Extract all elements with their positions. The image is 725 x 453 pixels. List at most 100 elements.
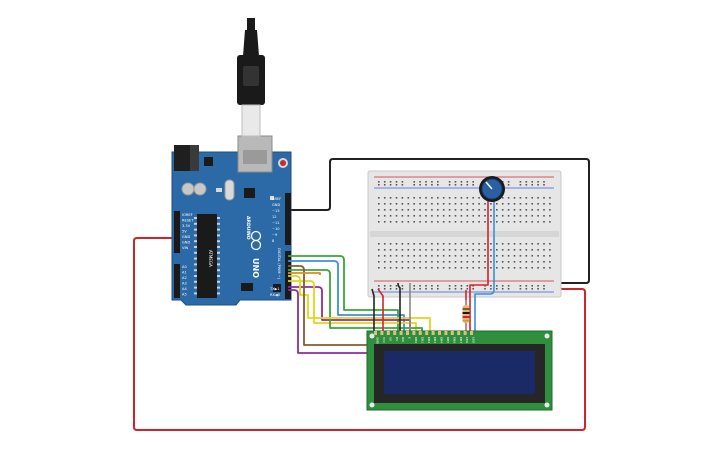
analog-pin-label: A3 bbox=[182, 282, 187, 286]
breadboard-hole bbox=[525, 221, 528, 223]
breadboard-hole bbox=[472, 267, 474, 269]
breadboard-hole bbox=[507, 197, 510, 199]
tx-label: TX▶1 bbox=[269, 287, 280, 291]
breadboard-hole bbox=[537, 285, 539, 287]
wire-purple-d1[interactable] bbox=[288, 289, 387, 354]
breadboard-hole bbox=[519, 288, 522, 290]
breadboard-hole bbox=[507, 181, 510, 183]
breadboard-hole bbox=[383, 261, 386, 263]
chip-pin bbox=[194, 234, 197, 237]
breadboard-hole bbox=[537, 243, 539, 245]
breadboard-hole bbox=[460, 288, 463, 290]
breadboard-hole bbox=[407, 255, 410, 257]
breadboard-hole bbox=[437, 197, 439, 199]
breadboard-hole bbox=[419, 203, 421, 205]
lcd-pin-label: VCC bbox=[382, 337, 386, 343]
usb-cable-icon[interactable] bbox=[237, 18, 265, 137]
breadboard-hole bbox=[407, 243, 410, 245]
wire-yellow-d2[interactable] bbox=[288, 275, 431, 332]
wire-blue-pot[interactable] bbox=[474, 200, 495, 332]
breadboard-hole bbox=[531, 288, 533, 290]
breadboard-hole bbox=[507, 285, 510, 287]
arduino-model: UNO bbox=[251, 258, 260, 278]
breadboard-hole bbox=[531, 181, 533, 183]
breadboard-hole bbox=[543, 209, 545, 211]
wire-green-d3[interactable] bbox=[288, 269, 423, 332]
lcd-pin-label: DB7 bbox=[459, 337, 463, 343]
breadboard-hole bbox=[442, 215, 445, 217]
wire-black-gnd[interactable] bbox=[288, 158, 590, 284]
breadboard-hole bbox=[537, 197, 539, 199]
breadboard-hole bbox=[448, 243, 451, 245]
breadboard-hole bbox=[407, 267, 410, 269]
breadboard-hole bbox=[378, 221, 380, 223]
breadboard-hole bbox=[507, 249, 510, 251]
breadboard-hole bbox=[519, 197, 522, 199]
breadboard-hole bbox=[437, 215, 439, 217]
breadboard-wires[interactable] bbox=[371, 200, 495, 332]
wire-power-loop[interactable] bbox=[133, 158, 590, 431]
wire-black-rw[interactable] bbox=[397, 282, 401, 332]
resistor-icon[interactable] bbox=[462, 300, 470, 336]
breadboard-hole bbox=[395, 261, 398, 263]
breadboard-hole bbox=[490, 203, 492, 205]
breadboard-hole bbox=[460, 197, 463, 199]
breadboard-center-gap bbox=[370, 231, 559, 237]
potentiometer-indicator bbox=[485, 181, 493, 190]
lcd-pin-label: DB5 bbox=[446, 337, 450, 343]
breadboard-hole bbox=[383, 184, 386, 186]
breadboard-hole bbox=[501, 203, 504, 205]
wire-brown-rs[interactable] bbox=[288, 265, 393, 346]
breadboard-hole bbox=[519, 215, 522, 217]
wire-blue-d11[interactable] bbox=[288, 260, 405, 332]
breadboard-hole bbox=[543, 249, 545, 251]
lcd-pin-label: DB2 bbox=[427, 337, 431, 343]
breadboard-hole bbox=[507, 184, 510, 186]
lcd-pin-label: E bbox=[408, 337, 412, 339]
breadboard-hole bbox=[466, 267, 469, 269]
wire-black-gnd-lcd[interactable] bbox=[371, 288, 375, 332]
breadboard-hole bbox=[407, 203, 410, 205]
digital-pin-label: ~10 bbox=[272, 227, 280, 231]
breadboard-hole bbox=[513, 267, 516, 269]
breadboard-hole bbox=[413, 261, 415, 263]
breadboard-hole bbox=[419, 288, 421, 290]
breadboard-hole bbox=[413, 255, 415, 257]
wire-green-d12[interactable] bbox=[288, 255, 399, 332]
breadboard-hole bbox=[472, 203, 474, 205]
breadboard-hole bbox=[460, 255, 463, 257]
potentiometer-icon[interactable] bbox=[479, 176, 505, 202]
usb-cable-strain bbox=[243, 30, 259, 56]
wire-orange-e[interactable] bbox=[288, 272, 321, 275]
wire-red-vcc[interactable] bbox=[377, 288, 384, 332]
breadboard-hole bbox=[437, 267, 439, 269]
breadboard-hole bbox=[490, 261, 492, 263]
breadboard-hole bbox=[431, 261, 433, 263]
chip-pin bbox=[194, 263, 197, 266]
breadboard-hole bbox=[389, 255, 392, 257]
breadboard-hole bbox=[484, 209, 486, 211]
wire-red-5v-loop[interactable] bbox=[133, 237, 586, 431]
chip-pin bbox=[217, 240, 220, 243]
breadboard-hole bbox=[525, 181, 528, 183]
breadboard-hole bbox=[460, 267, 463, 269]
data-wires[interactable] bbox=[288, 255, 431, 354]
breadboard-hole bbox=[537, 203, 539, 205]
lcd-screen bbox=[384, 351, 535, 394]
breadboard-hole bbox=[425, 203, 427, 205]
chip-pin bbox=[194, 251, 197, 254]
breadboard-hole bbox=[472, 221, 474, 223]
lcd-pin bbox=[425, 331, 429, 335]
lcd-pin bbox=[470, 331, 473, 335]
power-pin-label: GND bbox=[182, 235, 190, 239]
breadboard-hole bbox=[460, 184, 463, 186]
breadboard-hole bbox=[466, 261, 469, 263]
breadboard-hole bbox=[395, 249, 398, 251]
wire-red-pot[interactable] bbox=[469, 200, 489, 332]
breadboard-hole bbox=[383, 285, 386, 287]
breadboard-hole bbox=[501, 215, 504, 217]
wire-purple-d5[interactable] bbox=[288, 286, 411, 332]
wire-yellow-d4[interactable] bbox=[288, 280, 417, 332]
